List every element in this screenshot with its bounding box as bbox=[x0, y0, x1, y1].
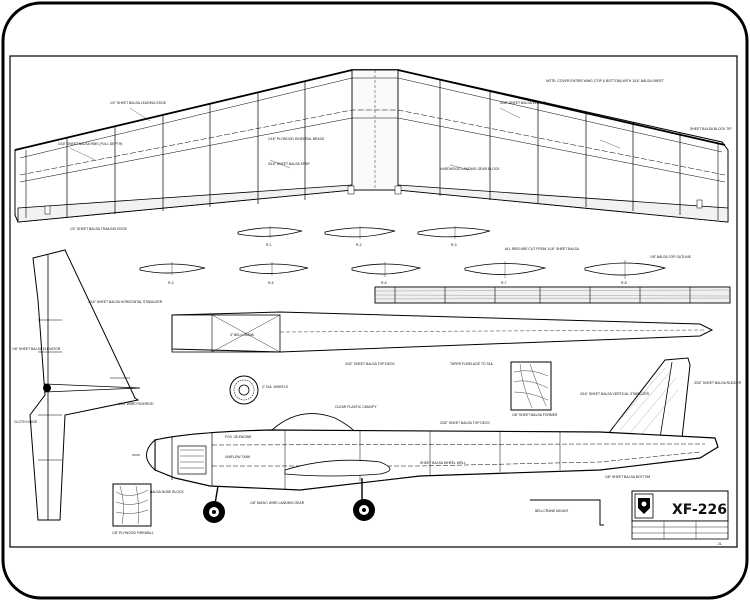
top-fuse-label: 3/32" SHEET BALSA TOP DECK bbox=[440, 421, 491, 425]
hinge-label: CLOTH HINGE bbox=[14, 420, 38, 424]
rudder-label: 3/32" SHEET BALSA RUDDER bbox=[694, 381, 742, 385]
rib-label-1: R-1 bbox=[266, 243, 272, 247]
tube-label: BELLCRANK MOUNT bbox=[535, 509, 569, 513]
wing-te-label: 1/2" SHEET BALSA TRAILING EDGE bbox=[70, 227, 128, 231]
rib-label-5: R-5 bbox=[268, 281, 274, 285]
grain-sheet-right: 1/8" SHEET BALSA FORMER bbox=[510, 361, 558, 417]
cover-note: NOTE: COVER ENTIRE WING (TOP & BOTTOM) W… bbox=[546, 79, 664, 83]
ribs-note: ALL RIBS ARE CUT FROM 1/16" SHEET BALSA bbox=[505, 247, 580, 251]
wing-tip-label: SHEET BALSA BLOCK TIP bbox=[690, 127, 732, 131]
stab-label: 3/16" SHEET BALSA HORIZONTAL STABILIZER bbox=[88, 300, 163, 304]
wheel-detail: 2" DIA. WHEELS bbox=[229, 375, 289, 405]
engine-label: FOX .35 ENGINE bbox=[225, 435, 252, 439]
spar-strip bbox=[374, 286, 731, 304]
ribs-label: 1/16" SHEET BALSA RIBS (FULL DEPTH) bbox=[58, 142, 122, 146]
grain-note: 1/8" SHEET BALSA FORMER bbox=[512, 413, 558, 417]
tailcone-label: TAPER FUSELAGE TO TAIL bbox=[450, 362, 494, 366]
elevon-label: 3/32" SHEET BALSA ELEVON bbox=[500, 101, 547, 105]
rib-label-3: R-3 bbox=[451, 243, 457, 247]
landing-gear: 1/8" MUSIC WIRE LANDING GEAR bbox=[203, 478, 375, 523]
spar-label: 3/16" SHEET BALSA SPAR bbox=[268, 162, 310, 166]
bottom-fuse-label: 1/8" SHEET BALSA BOTTOM bbox=[605, 475, 650, 479]
grain-sheet-left: 1/8" PLYWOOD FIREWALL bbox=[112, 483, 154, 535]
rib-label-2: R-2 bbox=[356, 243, 362, 247]
rib-label-8: R-8 bbox=[621, 281, 627, 285]
elevator-label: 1/8" SHEET BALSA ELEVATOR bbox=[12, 347, 61, 351]
sheet-number: 21 bbox=[718, 542, 722, 546]
rib-outline-note: 1/8" BALSA TOP OUTLINE bbox=[650, 255, 692, 259]
fin-label: 3/16" SHEET BALSA VERTICAL STABILIZER bbox=[580, 392, 650, 396]
emblem-icon bbox=[634, 493, 654, 519]
wing-planform: 1/2" SHEET BALSA LEADING EDGE 1/16" SHEE… bbox=[14, 69, 732, 231]
rib-label-6: R-6 bbox=[381, 281, 387, 285]
landing-gear-block-label: HARDWOOD LANDING GEAR BLOCK bbox=[440, 167, 500, 171]
tank-label: UNIFLOW TANK bbox=[225, 455, 251, 459]
wheel-label: 2" DIA. WHEELS bbox=[262, 385, 289, 389]
fuselage-top-view: 3" BELLCRANK 3/32" SHEET BALSA TOP DECK … bbox=[171, 311, 714, 366]
wing-le-label: 1/2" SHEET BALSA LEADING EDGE bbox=[110, 101, 167, 105]
lg-wire-label: 1/8" MUSIC WIRE LANDING GEAR bbox=[250, 501, 305, 505]
title-block: XF-226 21 bbox=[631, 490, 729, 546]
pushrod-wire: BELLCRANK MOUNT bbox=[530, 499, 604, 526]
rib-lightening-lines bbox=[171, 226, 626, 279]
stabilizer-planform: 3/16" SHEET BALSA HORIZONTAL STABILIZER … bbox=[12, 249, 163, 521]
pushrod-label: 1/16" WIRE PUSHROD bbox=[118, 402, 154, 406]
top-deck-label: 3/32" SHEET BALSA TOP DECK bbox=[345, 362, 396, 366]
rib-label-7: R-7 bbox=[501, 281, 507, 285]
bellcrank-label: 3" BELLCRANK bbox=[230, 333, 255, 337]
firewall-label: 1/8" PLYWOOD FIREWALL bbox=[112, 531, 154, 535]
plywood-dihedral-label: 1/16" PLYWOOD DIHEDRAL BRACE bbox=[268, 137, 325, 141]
model-name: XF-226 bbox=[672, 502, 727, 518]
rib-label-4: R-4 bbox=[168, 281, 174, 285]
nose-block-label: BALSA NOSE BLOCK bbox=[150, 490, 184, 494]
wheel-well-label: SHEET BALSA WHEEL WELL bbox=[420, 461, 466, 465]
canopy-label: CLEAR PLASTIC CANOPY bbox=[335, 405, 377, 409]
fuselage-side-view: 3/32" SHEET BALSA RUDDER 3/16" SHEET BAL… bbox=[132, 357, 742, 523]
